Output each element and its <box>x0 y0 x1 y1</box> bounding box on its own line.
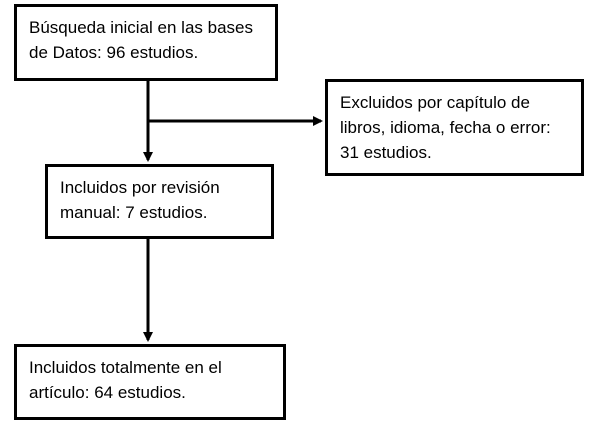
initial-search-text: Búsqueda inicial en las bases de Datos: … <box>29 18 253 62</box>
initial-search-box: Búsqueda inicial en las bases de Datos: … <box>14 4 278 81</box>
total-included-box: Incluidos totalmente en el artículo: 64 … <box>14 344 286 420</box>
excluded-box: Excluidos por capítulo de libros, idioma… <box>325 79 584 176</box>
excluded-text: Excluidos por capítulo de libros, idioma… <box>340 93 551 162</box>
manual-review-box: Incluidos por revisión manual: 7 estudio… <box>45 164 274 239</box>
total-included-text: Incluidos totalmente en el artículo: 64 … <box>29 358 222 402</box>
manual-review-text: Incluidos por revisión manual: 7 estudio… <box>60 178 220 222</box>
